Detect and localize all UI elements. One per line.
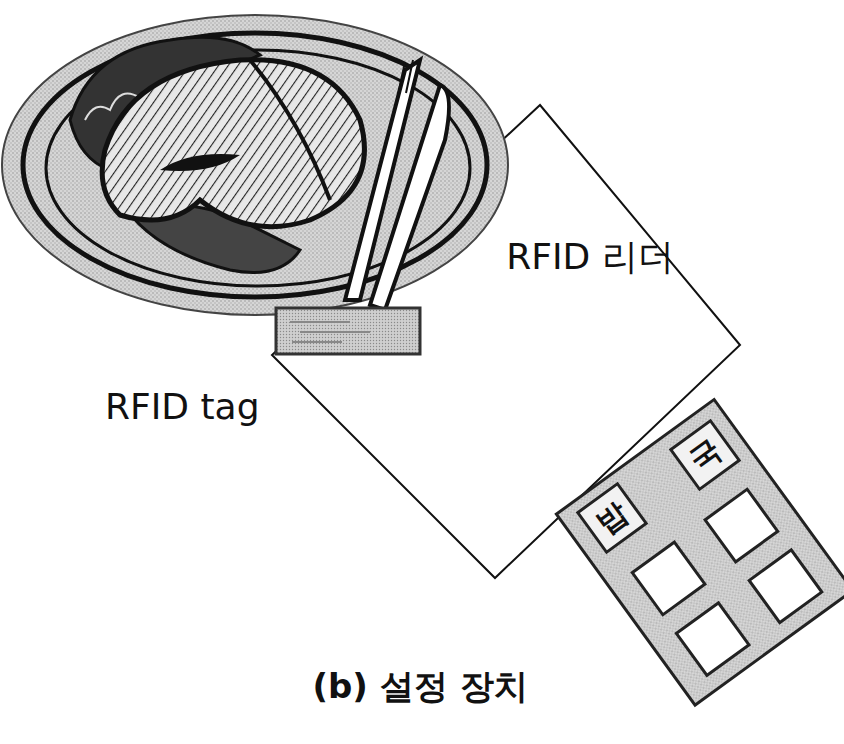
device-label: RFID 리더: [506, 233, 674, 282]
plate-with-food: [2, 15, 508, 354]
figure-caption: (b) 설정 장치: [312, 664, 527, 710]
rfid-tag: [276, 308, 420, 354]
tag-label: RFID tag: [105, 386, 260, 427]
button-label: 국: [681, 430, 729, 481]
keypad: [556, 400, 844, 706]
button-label: 밥: [588, 493, 636, 544]
reader-label-box: RFID 리더: [502, 229, 678, 286]
